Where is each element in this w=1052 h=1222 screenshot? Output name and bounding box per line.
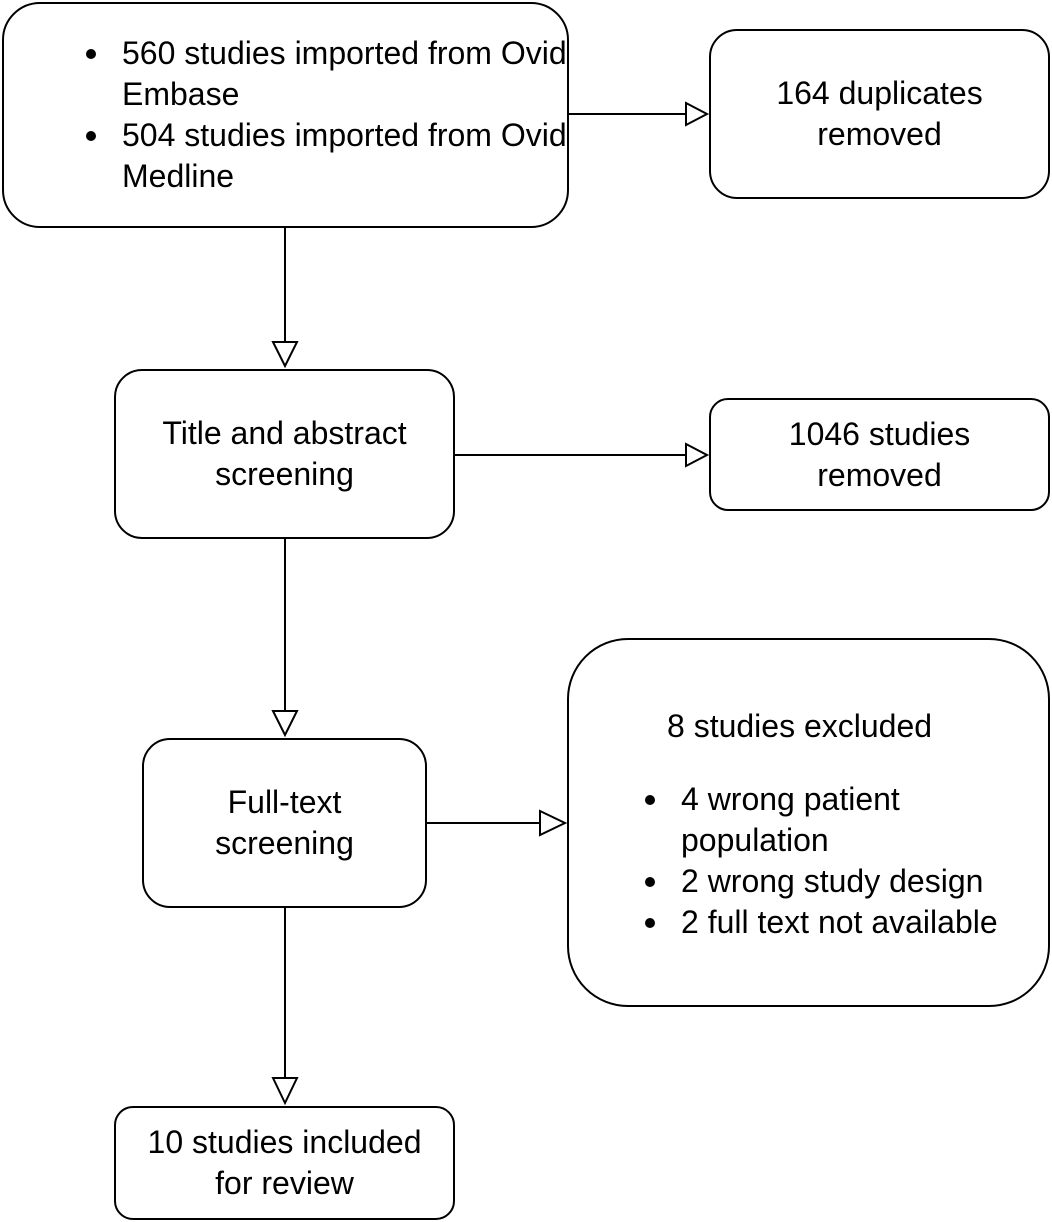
arrowhead-down [271,710,299,738]
studies-excluded-box: 8 studies excluded 4 wrong patient popul… [567,638,1050,1007]
sources-list: 560 studies imported from Ovid Embase 50… [80,33,567,197]
exclusion-reasons-list: 4 wrong patient population 2 wrong study… [639,779,999,943]
full-text-screening-box: Full-text screening [142,738,427,908]
arrowhead-right [539,809,568,837]
studies-removed-text: 1046 studies removed [788,415,971,493]
studies-excluded-title: 8 studies excluded [667,708,933,744]
source-item-medline: 504 studies imported from Ovid Medline [80,115,567,197]
full-text-screening-text: Full-text screening [215,784,354,861]
title-abstract-screening-text: Title and abstract screening [162,415,407,492]
arrowhead-right [685,442,710,468]
duplicates-removed-text: 164 duplicates removed [776,75,983,152]
studies-included-text: 10 studies included for review [147,1124,422,1201]
exclusion-reason-item: 2 full text not available [639,902,999,943]
exclusion-reason-item: 2 wrong study design [639,861,999,902]
arrowhead-down [271,341,299,369]
title-abstract-screening-box: Title and abstract screening [114,369,455,539]
arrowhead-down [271,1077,299,1106]
studies-included-box: 10 studies included for review [114,1106,455,1220]
studies-removed-box: 1046 studies removed [709,398,1050,511]
duplicates-removed-box: 164 duplicates removed [709,29,1050,199]
sources-box: 560 studies imported from Ovid Embase 50… [2,2,569,228]
source-item-embase: 560 studies imported from Ovid Embase [80,33,567,115]
arrowhead-right [685,101,710,127]
exclusion-reason-item: 4 wrong patient population [639,779,999,861]
